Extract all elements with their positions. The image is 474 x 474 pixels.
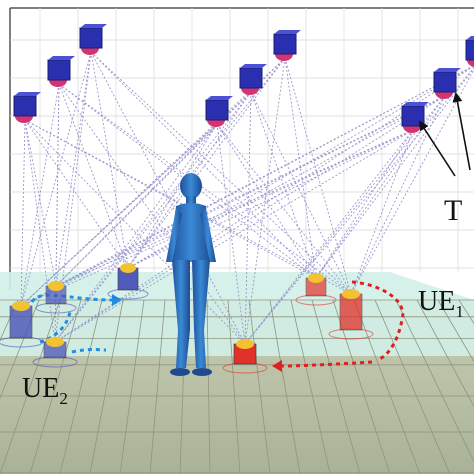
- tx-pointer-arrows: [418, 92, 471, 177]
- ue-device-icon: [107, 263, 149, 300]
- ue-device-icon: [0, 301, 44, 348]
- ue2-trajectory: [30, 293, 122, 354]
- ue1-label: UE1: [418, 286, 464, 321]
- transmitter-icon: [205, 96, 233, 127]
- transmitter-icon: [465, 36, 474, 67]
- ray-lines: [20, 51, 474, 345]
- ue2-label: UE2: [22, 373, 68, 408]
- transmitters: [13, 24, 474, 133]
- ue1-arrow-icon: [272, 360, 282, 372]
- human-figure: [166, 173, 216, 376]
- ue-device-icon: [32, 337, 78, 368]
- ue2-arrow-icon: [112, 294, 122, 306]
- ue-device-icon: [222, 339, 268, 374]
- transmitter-label: T: [444, 194, 463, 227]
- ue1-trajectory: [272, 280, 405, 372]
- ue-device-icon: [328, 289, 374, 340]
- transmitter-icon: [273, 30, 301, 61]
- ue-device-icon: [295, 273, 337, 306]
- ue-device-icon: [35, 281, 77, 314]
- ue-devices: [0, 263, 374, 374]
- transmitter-icon: [79, 24, 107, 55]
- transmitter-icon: [13, 92, 41, 123]
- transmitter-icon: [433, 68, 461, 99]
- transmitter-icon: [401, 102, 429, 133]
- transmitter-icon: [47, 56, 75, 87]
- transmitter-icon: [239, 64, 267, 95]
